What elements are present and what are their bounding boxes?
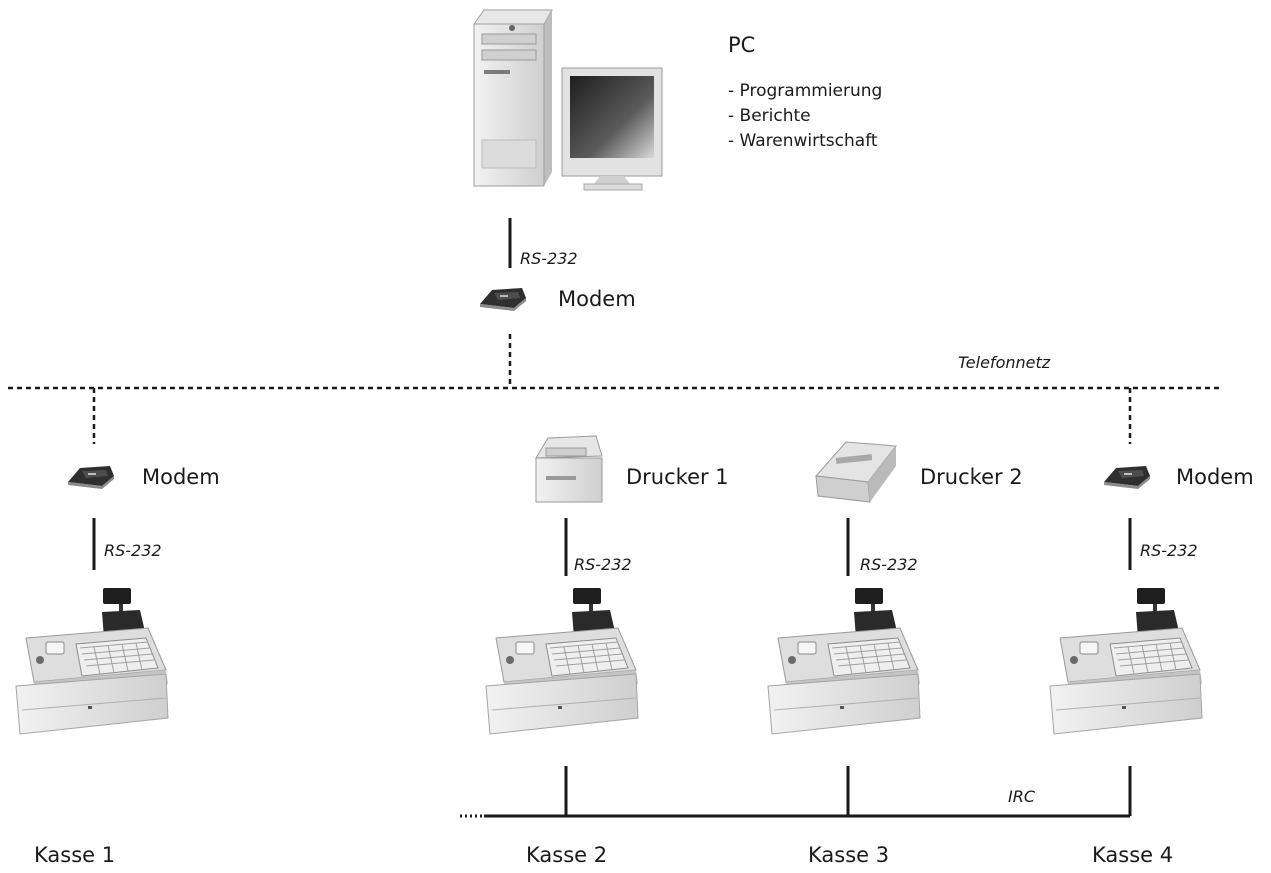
kasse4-modem-label: Modem xyxy=(1176,465,1254,489)
irc-label: IRC xyxy=(1008,787,1036,806)
receipt-printer-icon xyxy=(535,435,603,503)
kasse1-modem-label: Modem xyxy=(142,465,220,489)
cash-register-icon xyxy=(15,587,169,735)
kasse3-label: Kasse 3 xyxy=(808,843,889,867)
pc-function-programming: - Programmierung xyxy=(728,81,882,101)
slip-printer-icon xyxy=(814,441,897,503)
pc-modem-label: Modem xyxy=(558,287,636,311)
pc-tower-icon xyxy=(473,9,553,187)
modem-icon xyxy=(480,288,526,311)
kasse2-rs232-label: RS-232 xyxy=(574,555,632,574)
pc-rs232-label: RS-232 xyxy=(520,249,578,268)
cash-register-icon xyxy=(1049,587,1203,735)
pc-title: PC xyxy=(728,33,755,57)
kasse2-label: Kasse 2 xyxy=(526,843,607,867)
printer1-label: Drucker 1 xyxy=(626,465,729,489)
kasse3-rs232-label: RS-232 xyxy=(860,555,918,574)
kasse4-rs232-label: RS-232 xyxy=(1140,541,1198,560)
pc-monitor-icon xyxy=(561,67,663,191)
kasse1-label: Kasse 1 xyxy=(34,843,115,867)
kasse4-label: Kasse 4 xyxy=(1092,843,1173,867)
pc-function-inventory: - Warenwirtschaft xyxy=(728,131,878,151)
printer2-label: Drucker 2 xyxy=(920,465,1023,489)
pc-function-reports: - Berichte xyxy=(728,106,811,126)
cash-register-icon xyxy=(485,587,639,735)
modem-icon xyxy=(1104,466,1150,489)
kasse1-rs232-label: RS-232 xyxy=(104,541,162,560)
telephone-network-label: Telefonnetz xyxy=(958,353,1051,372)
cash-register-icon xyxy=(767,587,921,735)
modem-icon xyxy=(68,466,114,489)
